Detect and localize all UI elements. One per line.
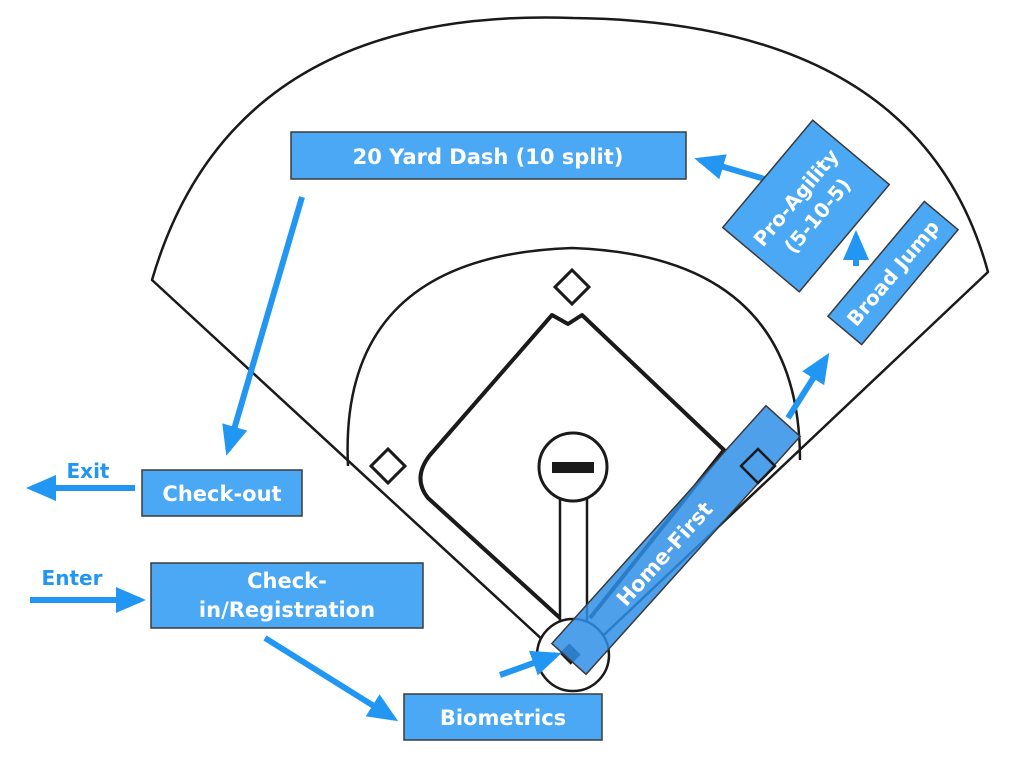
- mound-path: [558, 495, 589, 629]
- enter-label: Enter: [42, 566, 103, 590]
- arrow-homefirst-to-broadjump: [785, 352, 830, 420]
- station-20-yard-dash: 20 Yard Dash (10 split): [290, 131, 687, 180]
- arrow-biometrics-to-home: [498, 650, 562, 678]
- first-base: [739, 447, 777, 485]
- station-pro-agility: Pro-Agility (5-10-5): [721, 119, 891, 293]
- station-check-in-label-line2: in/Registration: [199, 598, 375, 622]
- station-20-yard-dash-label: 20 Yard Dash (10 split): [353, 145, 624, 169]
- station-biometrics-label: Biometrics: [440, 706, 566, 730]
- infield-diamond: [418, 313, 726, 620]
- arrow-proagility-to-dash: [694, 154, 769, 183]
- station-check-out-label: Check-out: [162, 482, 281, 506]
- station-check-out: Check-out: [141, 469, 303, 517]
- exit-label: Exit: [67, 459, 110, 483]
- outfield-boundary: [150, 16, 990, 668]
- station-check-in-label-line1: Check-: [247, 569, 327, 593]
- infield-arc: [346, 246, 802, 467]
- pitchers-rubber: [552, 462, 594, 473]
- second-base: [552, 267, 592, 307]
- station-home-first-label: Home-First: [612, 497, 718, 611]
- arrow-dash-to-checkout: [222, 196, 305, 456]
- third-base: [368, 446, 408, 486]
- station-check-in: Check- in/Registration: [150, 562, 424, 629]
- arrow-checkin-to-biometrics: [263, 635, 399, 722]
- flow-arrows: [26, 154, 869, 722]
- station-biometrics: Biometrics: [403, 693, 603, 741]
- station-broad-jump-label: Broad Jump: [842, 215, 944, 330]
